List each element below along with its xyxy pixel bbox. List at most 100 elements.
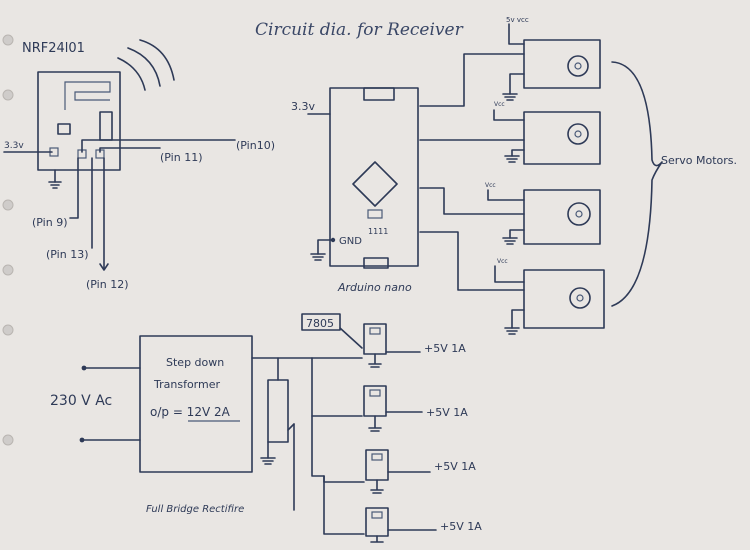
servo3-vcc-wire xyxy=(487,189,525,201)
nrf-board xyxy=(37,71,121,171)
output-label-3: +5V 1A xyxy=(434,460,476,473)
ground-icon xyxy=(370,479,384,494)
servo-motor-3 xyxy=(523,189,601,245)
servo4-vcc-label: Vcc xyxy=(497,258,508,265)
servo3-signal-wire xyxy=(419,187,525,215)
transformer-box xyxy=(139,335,253,473)
servo-motors-label: Servo Motors. xyxy=(661,154,737,167)
regulator-tab xyxy=(369,327,381,335)
arduino-gnd-wire xyxy=(317,239,334,255)
rectifier-label: Full Bridge Rectifire xyxy=(146,504,244,515)
regulator-label: 7805 xyxy=(306,317,334,330)
transformer-line-1: Step down xyxy=(166,356,224,369)
servo1-gnd-wire xyxy=(509,73,525,95)
binder-hole xyxy=(2,89,14,101)
ground-icon xyxy=(48,181,62,189)
servo2-gnd-wire xyxy=(511,149,525,157)
pin9-wire xyxy=(69,157,79,219)
rectifier-arrow xyxy=(287,423,295,431)
output-label-1: +5V 1A xyxy=(424,342,466,355)
ground-icon xyxy=(504,327,520,335)
servo-motor-2 xyxy=(523,111,601,165)
ground-icon xyxy=(260,457,276,465)
diagram-title: Circuit dia. for Receiver xyxy=(255,20,464,40)
servo-group-brace xyxy=(611,61,663,307)
ac-input-label: 230 V Ac xyxy=(50,393,112,409)
pin11-wire xyxy=(99,147,161,153)
servo-shaft-icon xyxy=(574,62,582,70)
wireless-signal-icon xyxy=(117,57,146,91)
regulator-tab xyxy=(371,453,383,461)
ground-icon xyxy=(370,535,384,543)
arduino-gnd-label: GND xyxy=(339,236,362,247)
binder-hole xyxy=(2,324,14,336)
power-supply: 230 V Ac Step down Transformer o/p = 12V… xyxy=(50,313,482,543)
usb-connector xyxy=(363,87,395,101)
ground-icon xyxy=(368,353,382,368)
transformer-line-3: o/p = 12V 2A xyxy=(150,405,231,419)
arduino-vcc-label: 3.3v xyxy=(291,100,315,113)
arrow-down-icon xyxy=(99,263,109,271)
servo1-signal-wire xyxy=(419,53,525,107)
ground-icon xyxy=(368,415,382,432)
reg4-in xyxy=(323,475,365,535)
ground-icon xyxy=(502,93,518,101)
mcu-chip xyxy=(352,161,398,207)
servo-shaft-icon xyxy=(574,130,582,138)
binder-hole xyxy=(2,34,14,46)
servo2-vcc-label: Vcc xyxy=(494,101,505,108)
servo-shaft-icon xyxy=(569,287,591,309)
servo4-signal-wire xyxy=(419,231,525,291)
servo-shaft-icon xyxy=(567,202,591,226)
pin9-label: (Pin 9) xyxy=(32,216,68,229)
nrf-vcc-label: 3.3v xyxy=(4,141,24,151)
icsp-header xyxy=(363,257,389,269)
distribution-bus xyxy=(311,357,325,477)
arduino-label: Arduino nano xyxy=(337,281,412,294)
regulator-tab xyxy=(371,511,383,519)
output-label-4: +5V 1A xyxy=(440,520,482,533)
antenna-trace xyxy=(64,81,111,110)
servo-shaft-icon xyxy=(576,294,584,302)
binder-hole xyxy=(2,434,14,446)
output-label-2: +5V 1A xyxy=(426,406,468,419)
servo-top-vcc-label: 5v vcc xyxy=(506,16,529,24)
pin12-label: (Pin 12) xyxy=(86,278,129,291)
servo-shaft-icon xyxy=(575,210,583,218)
transformer-line-2: Transformer xyxy=(153,378,220,391)
pin11-label: (Pin 11) xyxy=(160,151,203,164)
servo1-vcc-wire xyxy=(508,23,525,45)
nrf-chip xyxy=(57,123,71,135)
binder-hole xyxy=(2,199,14,211)
arduino-nano: 1111 3.3v GND Arduino nano xyxy=(291,87,419,294)
servo3-vcc-label: Vcc xyxy=(485,182,496,189)
regulator-pointer xyxy=(339,327,363,349)
ground-icon xyxy=(310,253,326,261)
led-marks: 1111 xyxy=(368,227,388,236)
servo2-vcc-wire xyxy=(493,109,525,121)
binder-hole xyxy=(2,264,14,276)
nrf-label: NRF24l01 xyxy=(22,41,85,56)
servo-shaft-icon xyxy=(567,123,589,145)
pin10-label: (Pin10) xyxy=(236,139,275,152)
servo-motor-1 xyxy=(523,39,601,89)
reg3-in xyxy=(323,475,365,483)
pin10-wire xyxy=(81,139,236,153)
servo-motor-4 xyxy=(523,269,605,329)
servo4-gnd-wire xyxy=(511,309,525,329)
regulator-tag xyxy=(301,313,341,331)
servo-motors: 5v vcc Vcc Vcc Vcc Servo Motors. xyxy=(419,16,737,335)
bridge-rectifier xyxy=(267,379,289,443)
ground-icon xyxy=(502,237,518,245)
servo4-vcc-wire xyxy=(494,265,525,283)
pin13-label: (Pin 13) xyxy=(46,248,89,261)
servo3-gnd-wire xyxy=(509,229,525,239)
regulator-tab xyxy=(369,389,381,397)
ground-icon xyxy=(504,155,520,163)
wireless-signal-icon xyxy=(127,47,161,87)
servo-shaft-icon xyxy=(567,55,589,77)
reset-button xyxy=(367,209,383,219)
nrf-crystal xyxy=(99,111,113,141)
